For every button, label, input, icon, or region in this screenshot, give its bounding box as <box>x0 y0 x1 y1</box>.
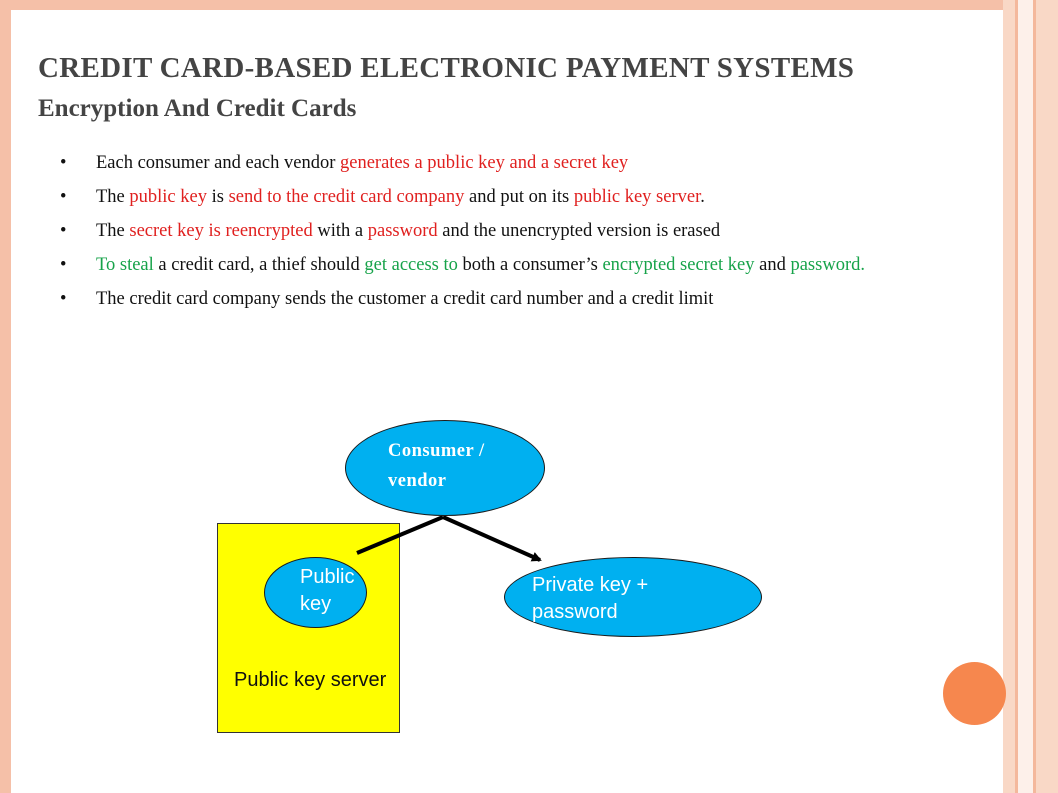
decorative-orange-dot <box>943 662 1006 725</box>
bullet-text-run: both a consumer’s <box>457 255 603 275</box>
bullet-text-run: The credit card company sends the custom… <box>96 289 714 309</box>
bullet-text-run: with a <box>312 221 368 241</box>
bullet-text-run: generates a public key and a secret key <box>340 153 629 173</box>
slide-title: CREDIT CARD-BASED ELECTRONIC PAYMENT SYS… <box>38 52 855 84</box>
public-key-server-label: Public key server <box>234 669 387 691</box>
bullet-text-run: password. <box>790 255 865 275</box>
bullet-item: The public key is send to the credit car… <box>60 184 920 210</box>
bullet-item: To steal a credit card, a thief should g… <box>60 252 920 278</box>
slide-frame-right-line <box>1015 0 1018 793</box>
bullet-text-run: and the unencrypted version is erased <box>437 221 721 241</box>
consumer-vendor-node <box>345 420 545 516</box>
bullet-text-run: send to the credit card company <box>228 187 465 207</box>
bullet-item: The credit card company sends the custom… <box>60 286 920 312</box>
bullet-text-run: and put on its <box>464 187 574 207</box>
bullet-text-run: secret key is reencrypted <box>129 221 313 241</box>
consumer-vendor-label: Consumer /vendor <box>388 441 485 491</box>
bullet-text-run: . <box>700 187 705 207</box>
slide-frame-right-band <box>1018 0 1033 793</box>
bullet-text-run: The <box>96 221 130 241</box>
bullet-text-run: public key server <box>573 187 701 207</box>
bullet-text-run: password <box>367 221 438 241</box>
bullet-list: Each consumer and each vendor generates … <box>60 150 920 320</box>
bullet-item: Each consumer and each vendor generates … <box>60 150 920 176</box>
slide-subtitle: Encryption And Credit Cards <box>38 95 357 122</box>
bullet-text-run: public key <box>129 187 207 207</box>
private-key-node <box>504 557 762 637</box>
bullet-text-run: encrypted secret key <box>602 255 755 275</box>
slide-frame-left <box>0 0 11 793</box>
arrow-to-public-key <box>356 515 444 555</box>
private-key-label: Private key +password <box>532 574 649 623</box>
bullet-text-run: To steal <box>96 255 154 275</box>
bullet-text-run: a credit card, a thief should <box>153 255 365 275</box>
bullet-text-run: The <box>96 187 130 207</box>
slide-frame-right-line <box>1033 0 1036 793</box>
bullet-text-run: is <box>206 187 229 207</box>
bullet-text-run: Each consumer and each vendor <box>96 153 340 173</box>
bullet-text-run: get access to <box>364 255 458 275</box>
bullet-item: The secret key is reencrypted with a pas… <box>60 218 920 244</box>
public-key-node <box>264 557 367 628</box>
slide-frame-top <box>0 0 1016 10</box>
bullet-text-run: and <box>754 255 791 275</box>
slide-frame-inner <box>11 10 15 793</box>
arrow-to-private-key <box>442 515 542 562</box>
